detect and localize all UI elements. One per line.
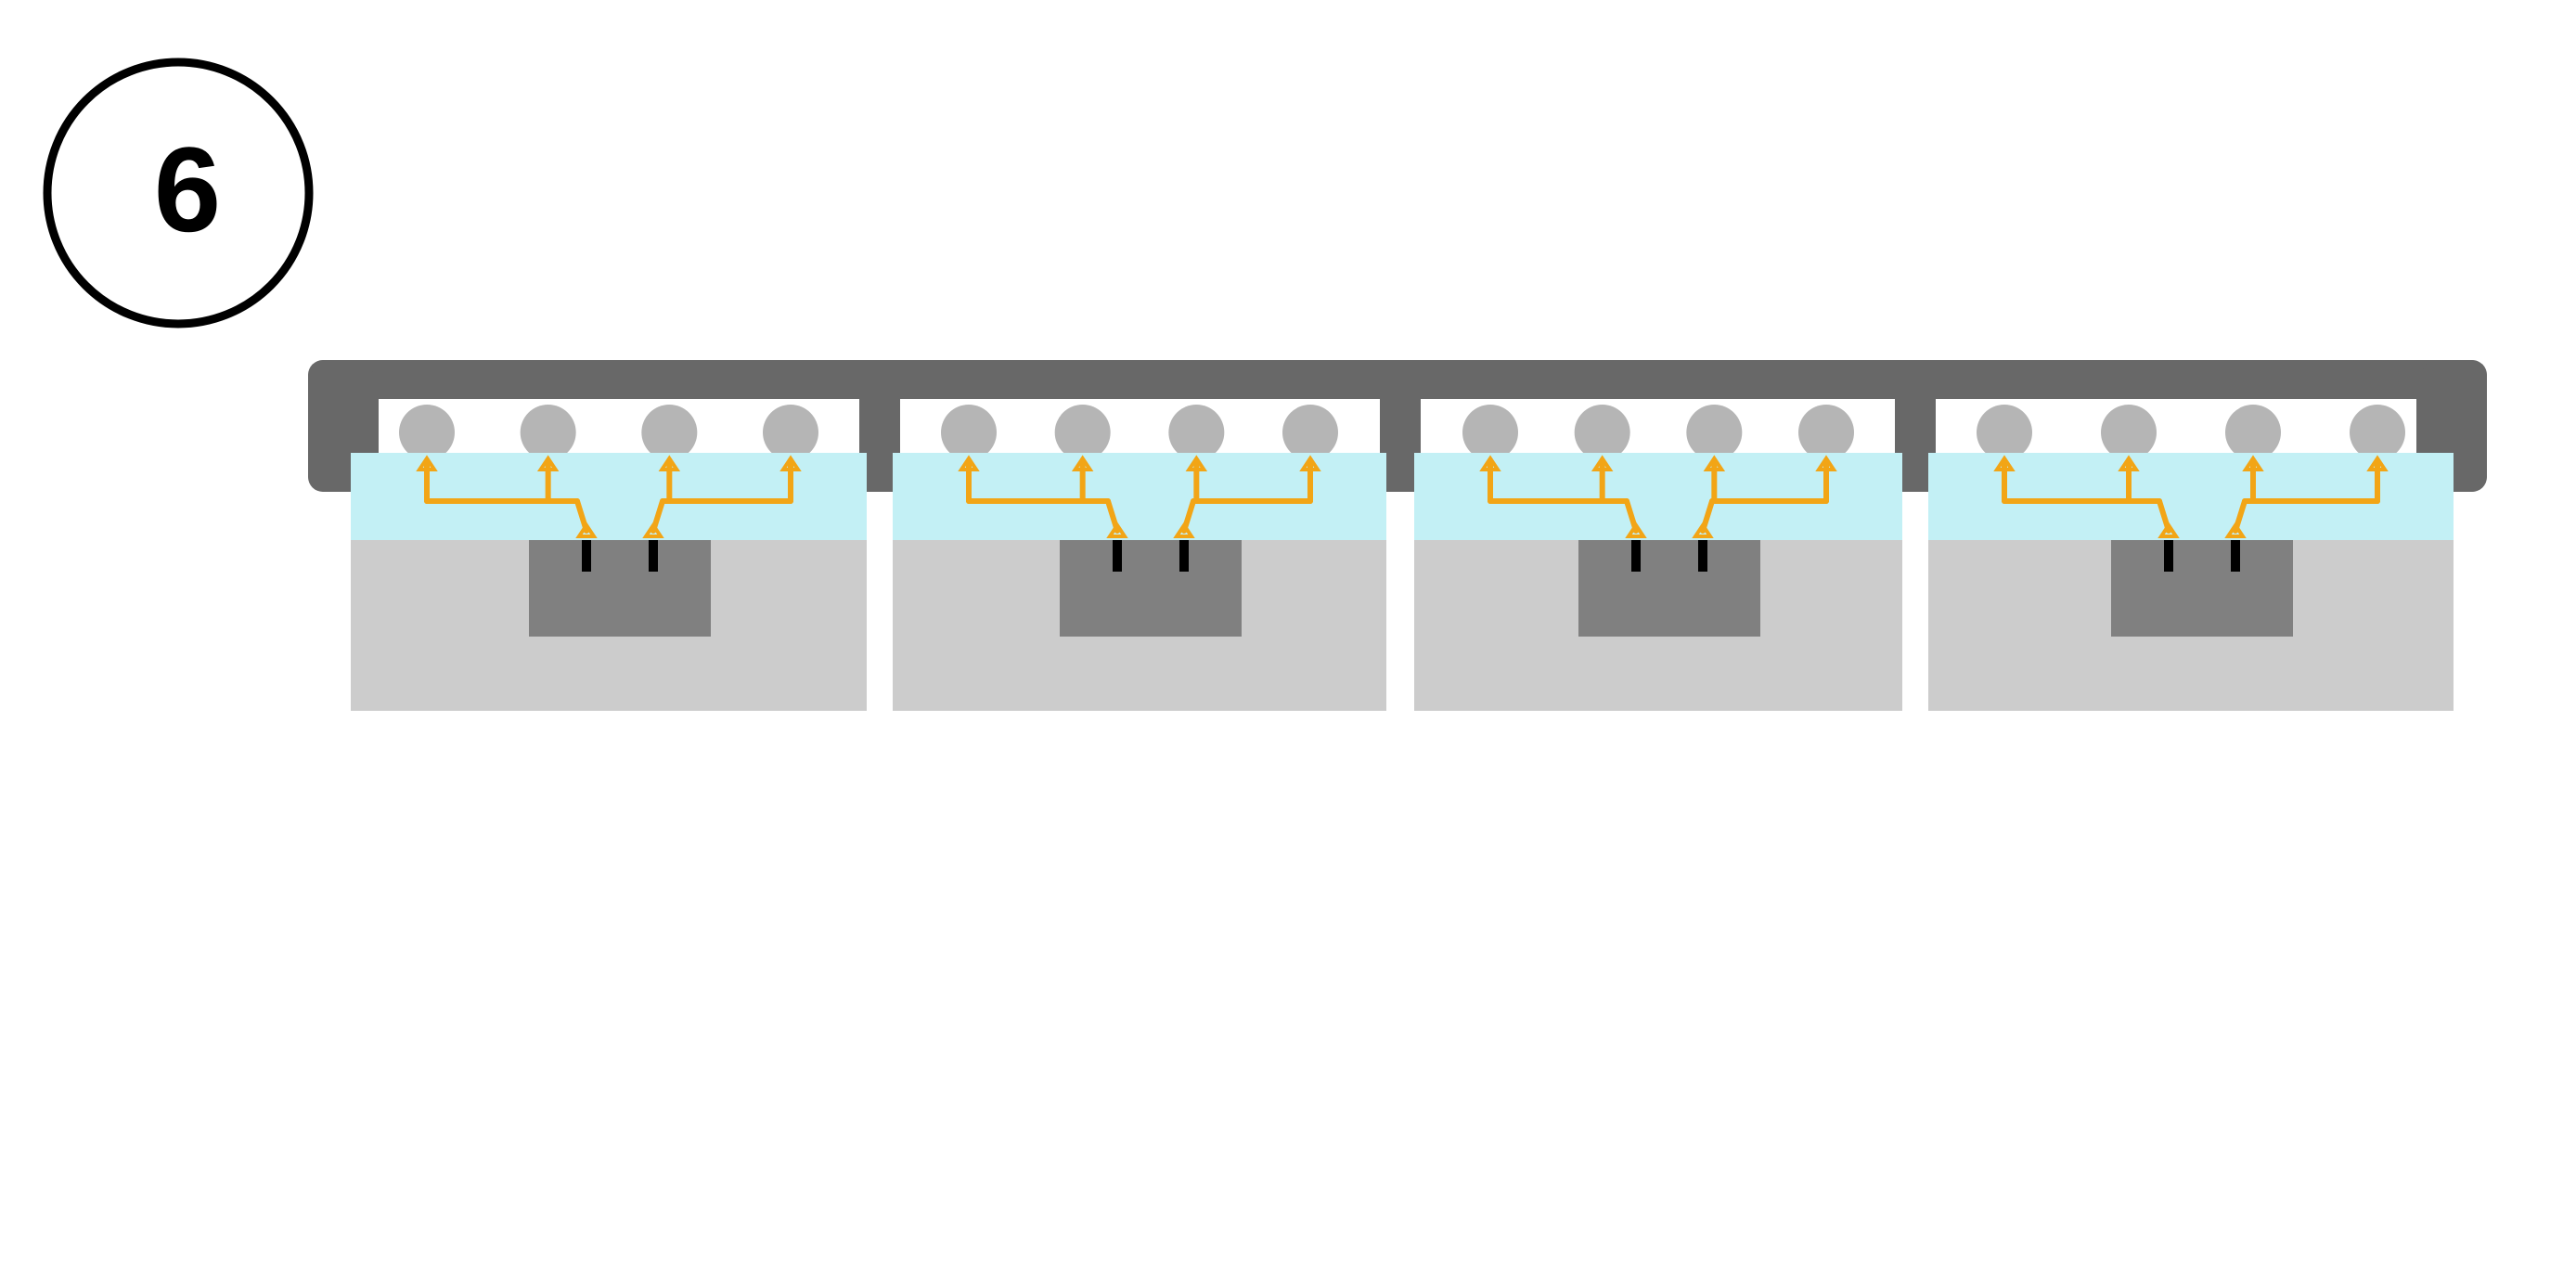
trace-arrowhead	[1106, 522, 1128, 538]
trace-arrowhead	[1591, 455, 1614, 471]
chip	[2111, 540, 2293, 637]
trace-arrowhead	[416, 455, 438, 471]
chip-pad	[1698, 540, 1707, 572]
trace-arrowhead	[1703, 455, 1726, 471]
chip	[1578, 540, 1760, 637]
trace-arrowhead	[2366, 455, 2389, 471]
carrier-post	[1380, 360, 1421, 483]
trace-arrowhead	[658, 455, 681, 471]
chip-pad	[1179, 540, 1189, 572]
contact-bump	[399, 405, 455, 460]
contact-bump	[941, 405, 997, 460]
contact-bump	[2350, 405, 2405, 460]
trace-arrowhead	[1071, 455, 1094, 471]
interposer-layer	[351, 453, 867, 540]
trace-arrowhead	[1993, 455, 2016, 471]
module-row	[351, 405, 2454, 711]
chip-pad	[649, 540, 658, 572]
module	[1414, 405, 1902, 711]
contact-bump	[1054, 405, 1111, 460]
contact-bump	[1686, 405, 1743, 460]
trace-arrowhead	[2118, 455, 2140, 471]
trace-arrowhead	[2242, 455, 2264, 471]
chip-pad	[1631, 540, 1641, 572]
contact-bump	[1462, 405, 1518, 460]
trace-arrowhead	[642, 522, 664, 538]
trace-arrowhead	[575, 522, 598, 538]
contact-bump	[1574, 405, 1630, 460]
trace-arrowhead	[2224, 522, 2247, 538]
step-badge: 6	[43, 58, 314, 328]
contact-bump	[2101, 405, 2157, 460]
module	[351, 405, 867, 711]
contact-bump	[1282, 405, 1338, 460]
contact-bump	[1798, 405, 1854, 460]
trace-arrowhead	[1692, 522, 1714, 538]
interposer-layer	[1928, 453, 2454, 540]
chip-pad	[2164, 540, 2173, 572]
trace-arrowhead	[1625, 522, 1647, 538]
module	[1928, 405, 2454, 711]
trace-arrowhead	[2157, 522, 2180, 538]
chip	[1060, 540, 1242, 637]
trace-arrowhead	[1185, 455, 1208, 471]
contact-bump	[763, 405, 818, 460]
trace-arrowhead	[1299, 455, 1321, 471]
trace-arrowhead	[536, 455, 560, 471]
chip-pad	[582, 540, 591, 572]
trace-arrowhead	[779, 455, 802, 471]
step-number: 6	[154, 122, 221, 257]
trace-arrowhead	[1479, 455, 1501, 471]
contact-bump	[1977, 405, 2032, 460]
chip-pad	[2231, 540, 2240, 572]
contact-bump	[641, 405, 698, 460]
step-badge-circle	[43, 58, 314, 328]
contact-bump	[520, 405, 576, 460]
contact-bump	[1168, 405, 1225, 460]
contact-bump	[2225, 405, 2281, 460]
module	[893, 405, 1386, 711]
trace-arrowhead	[1815, 455, 1837, 471]
trace-arrowhead	[958, 455, 980, 471]
chip	[529, 540, 711, 637]
trace-arrowhead	[1173, 522, 1195, 538]
chip-pad	[1113, 540, 1122, 572]
